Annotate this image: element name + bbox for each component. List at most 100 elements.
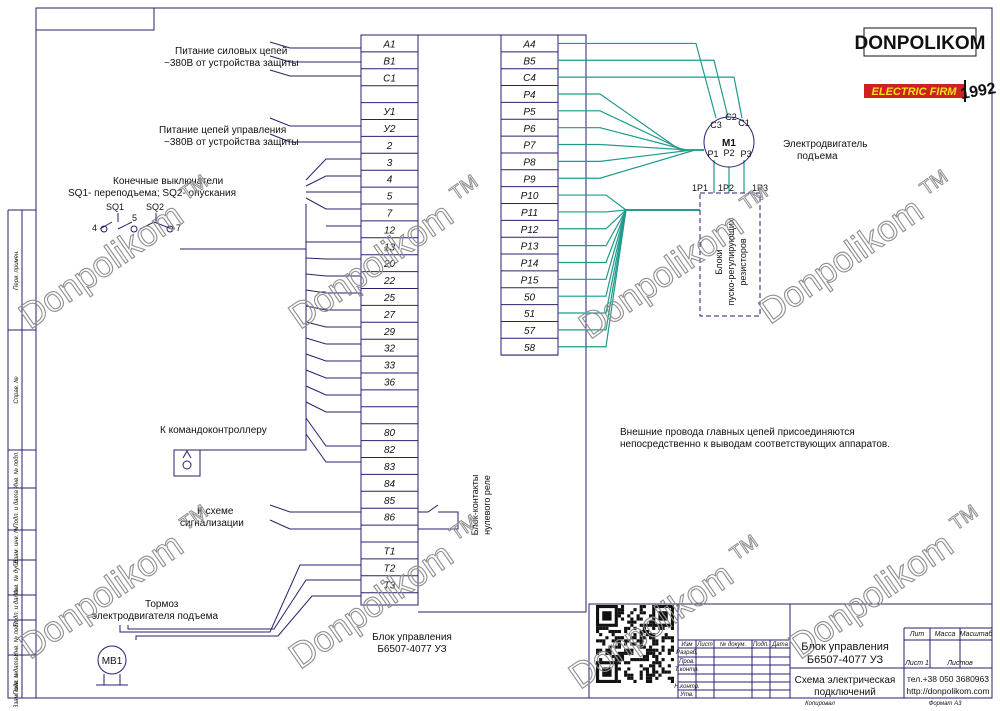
side-label: Взам. инв. № [13,671,20,707]
drawing-frame [7,7,993,699]
text-layer: Питание силовых цепей~380В от устройства… [68,33,997,707]
side-label: Инв. № дубл. [13,559,20,596]
control-unit-outline [418,34,587,613]
terminal-label: 7 [387,209,393,220]
terminal-label: C1 [383,73,396,84]
title-block-row-label: № докум. [720,641,746,648]
title-block-sheet: Лист 1 [904,660,929,667]
terminal-label: P11 [521,208,538,219]
motor-terminal: С1 [738,118,750,128]
brake-motor-label: МВ1 [102,656,123,667]
title-block-row-label: Подп. [753,642,769,648]
terminal-label: P8 [523,157,536,168]
logo-year: 1992 [959,80,997,103]
title-block-site: http://donpolikom.com [906,686,989,696]
terminal-label: 3 [387,158,393,169]
title-block-row-label: Лист [696,642,712,648]
title-block-row-label: Пров. [679,659,695,665]
terminal-label: 50 [524,292,536,303]
brake-note: электродвигателя подъема [92,611,219,622]
controller-bus [200,240,361,463]
switch-label: SQ1 [106,202,124,212]
control-feed-wires [269,117,361,143]
terminal-label: 36 [384,378,396,389]
terminal-label: 57 [524,326,536,337]
relay-contact [418,504,459,530]
terminal-label: P14 [521,259,539,270]
donpolikom-logo [863,27,977,102]
terminal-label: 80 [384,428,396,439]
terminal-block-left [360,34,419,606]
motor-stator-wire [558,59,729,118]
terminal-label: P6 [523,124,536,135]
motor-rotor-leads [713,160,745,193]
relay-caption: Блок-контакты [470,475,480,536]
unit-caption: Б6507-4077 УЗ [377,644,446,655]
logo-tagline: ELECTRIC FIRM [872,86,958,98]
terminal-label: P15 [521,275,539,286]
motor-stator-wire [558,42,717,119]
motor-caption: Электродвигатель [783,139,867,150]
terminal-label: P12 [521,225,539,236]
motor-stator-wire [558,76,743,119]
main-circuit-wires [558,42,745,348]
side-label: Справ. № [13,376,20,404]
terminal-label: B5 [523,56,536,67]
side-label: Инв. № подл. [13,451,20,488]
terminal-label: P13 [521,242,539,253]
side-label: Взам. инв. № [13,526,20,564]
switch-label: SQ2 [146,202,164,212]
terminal-label: P10 [521,191,539,202]
resistor-terminal: 1Р1 [692,183,708,193]
terminal-label: P7 [523,141,536,152]
limit-switches-note: Конечные выключатели [113,176,223,187]
terminal-label: У1 [383,107,396,118]
title-block-row-label: Т.контр. [675,667,699,673]
terminal-label: 58 [524,343,536,354]
side-label: Перв. примен. [14,250,20,290]
relay-caption: нулевого реле [482,475,492,535]
resistor-terminal: 1Р2 [718,183,734,193]
right-terminal-rows: A4B5C4P4P5P6P7P8P9P10P11P12P13P14P155051… [501,40,558,356]
terminal-label: 82 [384,445,396,456]
external-wiring-note: непосредственно к выводам соответствующи… [620,439,890,450]
terminal-label: 13 [384,242,396,253]
qr-code [596,605,674,683]
signal-note: К схеме [197,506,234,517]
title-block-header: Масса [935,631,956,638]
terminal-label: 20 [383,259,396,270]
terminal-label: 33 [384,361,396,372]
terminal-label: T1 [384,547,396,558]
limit-switches [99,213,174,233]
signal-note: сигнализации [180,518,244,529]
title-block-row-label: Разраб. [676,650,698,656]
resistor-wire [558,209,700,348]
signal-wires [269,504,361,530]
terminal-label: У2 [383,124,396,135]
side-label: Подп. и дата [14,657,20,695]
main-motor-symbol [703,116,755,168]
unit-caption: Блок управления [372,632,452,643]
terminal-label: 29 [383,327,396,338]
external-wiring-note: Внешние провода главных цепей присоединя… [620,427,855,438]
title-block-format: Формат А3 [929,701,962,707]
terminal-label: 2 [386,141,393,152]
side-label-column: Перв. примен. Справ. № Инв. № подл. Подп. и… [13,250,20,709]
terminal-label: 4 [387,175,393,186]
title-block-row-label: Н.контр. [674,684,699,690]
controller-symbol [173,449,201,477]
switch-label: 5 [132,213,137,223]
title-block-copied: Копировал [805,701,835,707]
power-feed-note: ~380В от устройства защиты [164,58,299,69]
terminal-label: P9 [523,174,536,185]
logo-name: DONPOLIKOM [855,33,986,54]
terminal-label: 85 [384,496,396,507]
title-block-subtitle: подключений [814,687,876,698]
title-block-row-label: Утв. [679,692,694,698]
title-block-title: Блок управления [801,641,889,653]
motor-label: М1 [722,138,736,149]
terminal-label: 86 [384,513,396,524]
controller-note: К командоконтроллеру [160,425,267,436]
